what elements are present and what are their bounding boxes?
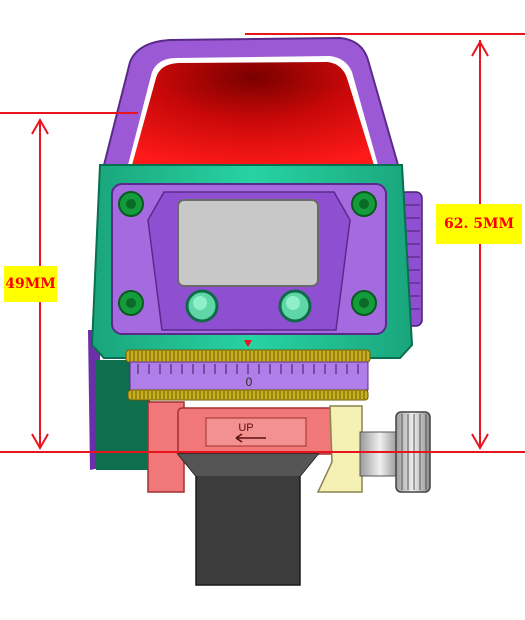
- dial-scale: [129, 361, 369, 391]
- gear-teeth-top: [129, 351, 367, 361]
- mount-up-label: UP: [238, 422, 253, 434]
- dim-62-arrow-bottom: [471, 433, 489, 451]
- dim-62-arrow-top: [471, 39, 489, 57]
- screw-top-left: [118, 191, 144, 217]
- window-height-label: 49MM: [4, 266, 57, 302]
- button-left[interactable]: [185, 289, 219, 323]
- dimension-arrowheads: [31, 39, 489, 451]
- dial-tick-marks: [137, 364, 359, 374]
- screw-bottom-right: [351, 290, 377, 316]
- mount-screw-shaft: [359, 431, 401, 477]
- red-lens: [132, 62, 374, 165]
- dim-49-arrow-top: [31, 117, 49, 135]
- mount-clamp-inner: [205, 417, 307, 447]
- screw-top-right: [351, 191, 377, 217]
- button-right[interactable]: [278, 289, 312, 323]
- mount-base-bevel: [178, 454, 318, 476]
- screw-bottom-left: [118, 290, 144, 316]
- mount-up-arrow: [235, 433, 266, 443]
- gear-teeth-bottom: [131, 391, 365, 399]
- dial-index-triangle: [244, 340, 252, 347]
- dial-zero-label: 0: [246, 375, 253, 389]
- overall-height-label: 62. 5MM: [436, 204, 522, 244]
- dim-49-arrow-bottom: [31, 433, 49, 451]
- display-screen: [177, 199, 319, 287]
- dial-gear-top: [125, 349, 371, 363]
